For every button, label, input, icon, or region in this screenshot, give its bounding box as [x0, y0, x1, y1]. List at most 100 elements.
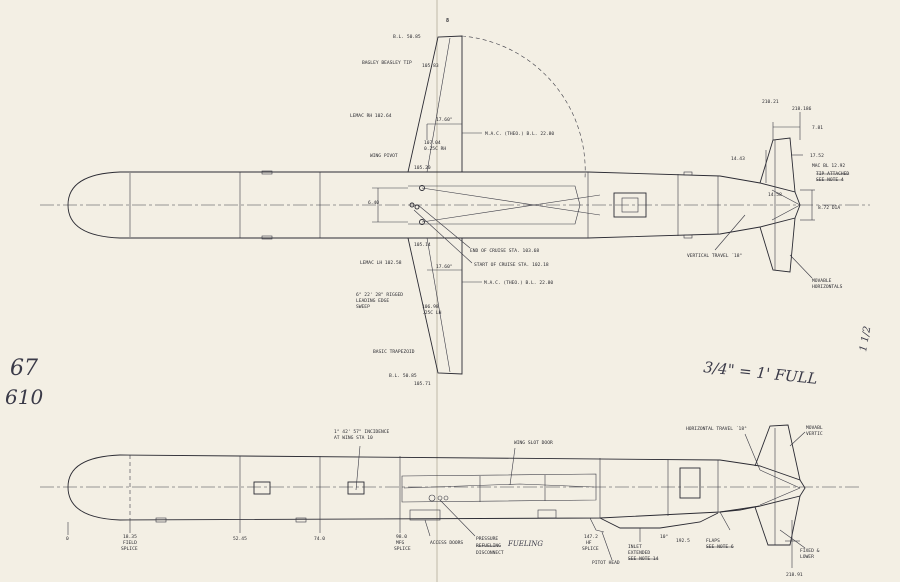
inlet [599, 512, 719, 529]
label-sta-74: 74.0 [314, 536, 325, 542]
label-access-doors: ACCESS DOORS [430, 540, 463, 546]
leader-line [779, 529, 806, 549]
upper-side-fin [754, 424, 801, 481]
label-tail-1443: 14.43 [731, 156, 745, 162]
label-root-sta: 105.71 [414, 381, 431, 387]
leader-line [355, 445, 361, 491]
leader-line [789, 431, 806, 447]
label-vertical-travel: VERTICAL TRAVEL ´18° [687, 253, 743, 259]
label-root-bl: B.L. 50.85 [389, 373, 417, 379]
upper-tail-fin [759, 137, 796, 193]
label-tail-1458: 14.58 [768, 192, 782, 198]
label-sta-106: 106.98 [422, 304, 439, 310]
label-sta-18-35: 18.35 [123, 534, 137, 540]
label-inlet-2: EXTENDED [628, 550, 650, 556]
fueling-port [428, 494, 436, 502]
label-incidence-2: AT WING STA 10 [334, 435, 373, 441]
label-inlet-struck: SEE NOTE 14 [628, 556, 659, 562]
label-flaps: FLAPS [706, 538, 720, 544]
side-access-panel [347, 481, 365, 495]
margin-number-2: 610 [5, 385, 43, 409]
label-pressure: PRESSURE [476, 536, 498, 542]
tail-detail [771, 189, 801, 206]
label-tail-210: 210.21 [762, 99, 779, 105]
pivot-point [419, 219, 425, 225]
label-horizontal-travel: HORIZONTAL TRAVEL ´18° [686, 426, 747, 432]
label-tail-218: 218.186 [792, 106, 812, 112]
top-access-panel-inner [621, 197, 639, 213]
wing-slot-detail [403, 483, 595, 489]
leader-line [509, 447, 516, 486]
cruise-line [421, 194, 601, 223]
wing-slot [408, 185, 581, 225]
leader-line [744, 433, 761, 471]
label-lemac-rh: LEMAC RH 102.64 [350, 113, 392, 119]
leader-line [719, 511, 731, 531]
pivot-point [414, 204, 420, 210]
side-vent [295, 517, 307, 523]
access-door [537, 509, 557, 519]
side-access-panel [679, 467, 701, 499]
leader-line [424, 519, 431, 537]
leader-line [439, 499, 476, 537]
fueling-port [437, 495, 443, 501]
margin-number: 67 [10, 356, 38, 381]
pivot-point [419, 185, 425, 191]
tail-detail [771, 204, 801, 221]
label-movable-2: HORIZONTALS [812, 284, 843, 290]
label-side-movable-1: MOVABL [806, 425, 823, 431]
wing-sweep-arc [461, 35, 586, 179]
side-fuselage [67, 454, 806, 521]
label-sta-147-sub: HF [586, 540, 592, 546]
label-sta-107: 107.04 [424, 140, 441, 146]
upper-wing [407, 35, 463, 173]
leader-line [601, 531, 613, 561]
label-sta-147: 147.2 [584, 534, 598, 540]
upper-wing-spar [426, 37, 451, 173]
top-access-panel [613, 192, 647, 218]
flaps [719, 505, 761, 513]
label-wing-pivot: WING PIVOT [370, 153, 398, 159]
top-view: B.L. 50.85 BAGLEY BEASLEY TIP 105.83 LEM… [40, 34, 870, 387]
label-lemac-lh: LEMAC LH 102.58 [360, 260, 402, 266]
label-tail-1752: 17.52 [810, 153, 824, 159]
label-mfg: MFG [396, 540, 405, 546]
lower-tail-fin [759, 217, 796, 273]
label-tip-bl: B.L. 50.85 [393, 34, 421, 40]
fueling-port [443, 495, 449, 501]
side-access-panel [253, 481, 271, 495]
side-vent [155, 517, 167, 523]
label-dim-6-40: 6.40 [368, 200, 379, 206]
top-vent [261, 235, 273, 240]
label-mac-dim-top: 17.60" [436, 117, 453, 123]
cruise-line [421, 187, 601, 216]
label-field: FIELD [123, 540, 137, 546]
label-sweep-3: SWEEP [356, 304, 370, 310]
label-start-cruise: START OF CRUISE STA. 102.18 [474, 262, 549, 268]
label-fueling: FUELING [507, 540, 543, 548]
leader-line [417, 204, 471, 249]
label-mac-dim-bot: 17.60" [436, 264, 453, 270]
leader-line [789, 254, 813, 279]
label-sta-105-20: 105.20 [414, 165, 431, 171]
label-struck-fueling: REFUELING [476, 543, 501, 549]
label-pitot-head: PITOT HEAD [592, 560, 620, 566]
scale-note: 3/4" = 1' FULL [703, 358, 819, 388]
label-wing-slot: WING SLOT DOOR [514, 440, 553, 446]
label-inlet-1: INLET [628, 544, 642, 550]
label-movable-1: MOVABLE [812, 278, 832, 284]
top-vent [261, 170, 273, 175]
label-sta-0: 0 [66, 536, 69, 542]
label-sta-98: 98.0 [396, 534, 407, 540]
label-tip-sta: 105.83 [422, 63, 439, 69]
tail-detail [759, 487, 801, 506]
label-flaps-struck: SEE NOTE 6 [706, 544, 734, 550]
label-side-movable-2: VERTIC [806, 431, 823, 437]
label-sta-218: 218.91 [786, 572, 803, 578]
label-sta-52-45: 52.45 [233, 536, 247, 542]
pivot-point [409, 202, 415, 208]
label-sta-105-14: 105.14 [414, 242, 431, 248]
label-end-cruise: END OF CRUISE STA. 103.68 [470, 248, 539, 254]
